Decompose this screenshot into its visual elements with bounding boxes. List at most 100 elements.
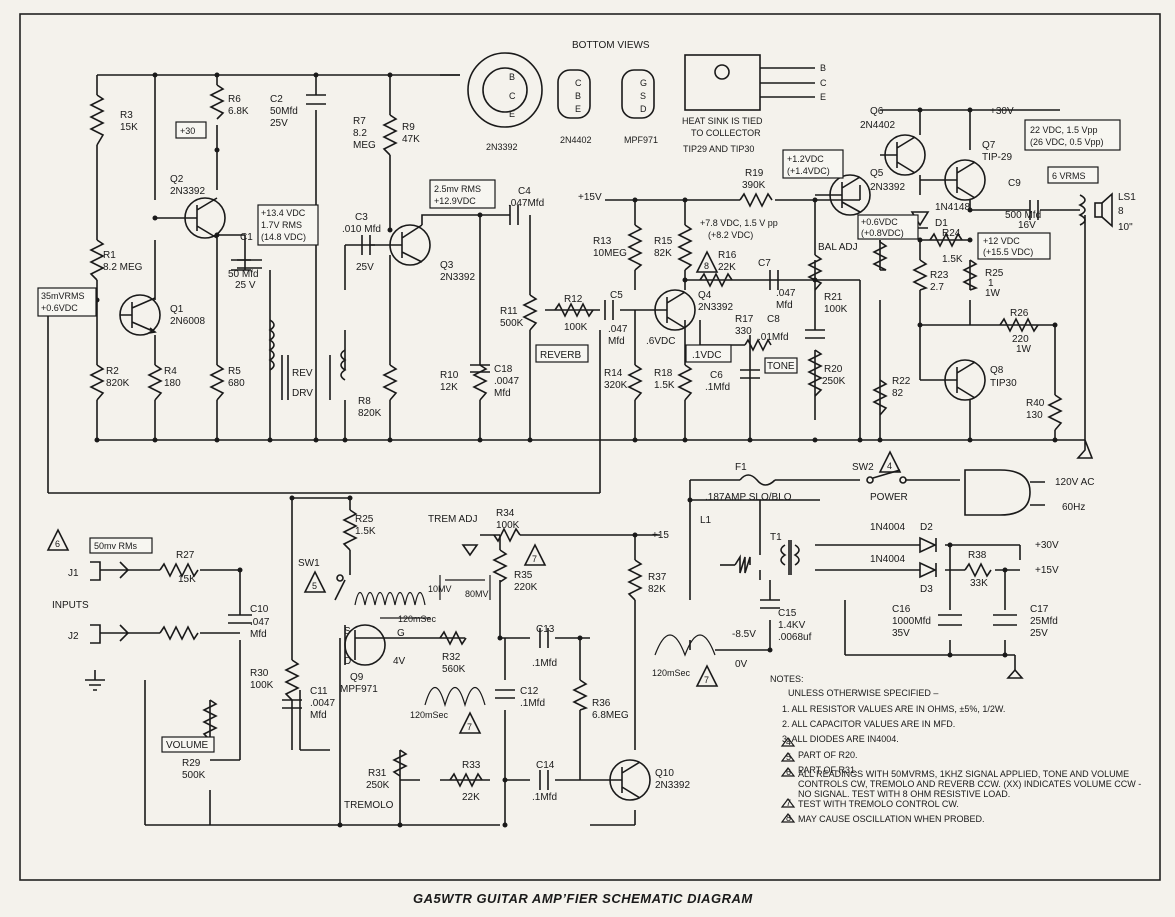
- callout-text: 35mVRMS: [41, 291, 85, 301]
- value-r30: 100K: [250, 680, 274, 691]
- resistor-r25: [962, 259, 979, 291]
- label-t1: T1: [770, 532, 782, 543]
- rail-plus30v-psu: +30V: [1035, 540, 1059, 551]
- value-c6: .1Mfd: [705, 382, 730, 393]
- label-r15: R15: [654, 236, 673, 247]
- value-c8: .01Mfd: [758, 332, 789, 343]
- note-item: TEST WITH TREMOLO CONTROL CW.: [798, 799, 959, 809]
- resistor-r31: [392, 749, 408, 777]
- type-q10: 2N3392: [655, 780, 690, 791]
- capacitor-c12: [495, 689, 515, 699]
- callout-text: +0.6VDC: [41, 303, 78, 313]
- value-r7: 8.2: [353, 128, 367, 139]
- capacitor-c2: [306, 94, 326, 105]
- label-r2: R2: [106, 366, 119, 377]
- label-j2: J2: [68, 631, 79, 642]
- label-tone: TONE: [767, 361, 795, 372]
- resistor-r11: [522, 294, 538, 331]
- resistor-r18: [677, 364, 693, 401]
- transistor-q1: [119, 294, 161, 336]
- label-r32: R32: [442, 652, 461, 663]
- package-name: MPF971: [624, 135, 658, 145]
- note-item: CONTROLS CW, TREMOLO AND REVERB CCW. (XX…: [798, 779, 1141, 789]
- ground-main: [1076, 439, 1094, 459]
- triangle-markers: [46, 250, 902, 734]
- value-r1: 8.2 MEG: [103, 262, 143, 273]
- triangle-number: 7: [467, 722, 472, 732]
- resistor-r23: [912, 259, 929, 291]
- transistor-q9: [344, 624, 386, 666]
- diagram-title: GA5WTR GUITAR AMP’FIER SCHEMATIC DIAGRAM: [413, 891, 753, 906]
- wires-lower: [47, 299, 1021, 826]
- power-r25: 1W: [985, 288, 1001, 299]
- type-d1: 1N4148: [935, 202, 970, 213]
- package-note: TO COLLECTOR: [691, 128, 761, 138]
- label-c16: C16: [892, 604, 911, 615]
- capacitor-c15: [760, 599, 780, 609]
- label-q8: Q8: [990, 365, 1004, 376]
- pin-label: B: [509, 72, 515, 82]
- label-power: POWER: [870, 492, 908, 503]
- waveform-dimension-marks: [380, 575, 491, 619]
- value-r37: 82K: [648, 584, 666, 595]
- label-c15: C15: [778, 608, 797, 619]
- value-r21: 100K: [824, 304, 848, 315]
- voltage-neg: -8.5V: [732, 629, 756, 640]
- label-r9: R9: [402, 122, 415, 133]
- resistor-r19: [739, 192, 773, 208]
- pin-g: G: [397, 628, 405, 639]
- label-r25: R25: [985, 268, 1004, 279]
- labels: BOTTOM VIEWS B C E 2N3392 C B E 2N4402 G…: [41, 40, 1136, 811]
- value-r40: 130: [1026, 410, 1043, 421]
- ground-psu: [1006, 668, 1024, 679]
- type-q2: 2N3392: [170, 186, 205, 197]
- power-r26: 1W: [1016, 344, 1032, 355]
- callout-text: 22 VDC, 1.5 Vpp: [1030, 125, 1098, 135]
- value-c3: .010 Mfd: [342, 224, 381, 235]
- resistor-r14: [627, 364, 643, 401]
- label-r11: R11: [500, 306, 518, 317]
- transistor-q8: [920, 359, 986, 401]
- notes-heading: NOTES:: [770, 674, 804, 684]
- callout-text: (14.8 VDC): [261, 232, 306, 242]
- callout-text: (+0.8VDC): [861, 228, 904, 238]
- label-c12: C12: [520, 686, 539, 697]
- resistor-r30: [284, 659, 300, 701]
- label-c9: C9: [1008, 178, 1021, 189]
- label-r36: R36: [592, 698, 611, 709]
- unit-c10: Mfd: [250, 629, 267, 640]
- label-c14: C14: [536, 760, 555, 771]
- label-r26: R26: [1010, 308, 1029, 319]
- value-r3: 15K: [120, 122, 138, 133]
- bottom-views-heading: BOTTOM VIEWS: [572, 40, 650, 51]
- rail-plus15v: +15V: [578, 192, 602, 203]
- package-name: 2N4402: [560, 135, 592, 145]
- resistor-r5: [209, 364, 225, 401]
- voltage-note: (+8.2 VDC): [708, 230, 753, 240]
- note-item: 2. ALL CAPACITOR VALUES ARE IN MFD.: [782, 719, 955, 729]
- label-r24: R24: [942, 228, 961, 239]
- waveforms: [354, 575, 716, 708]
- value-r18: 1.5K: [654, 380, 675, 391]
- package-2n4402: [557, 69, 591, 119]
- type-q5: 2N3392: [870, 182, 905, 193]
- transistor-q5: [815, 174, 871, 216]
- type-q8: TIP30: [990, 378, 1017, 389]
- label-tremolo: TREMOLO: [344, 800, 394, 811]
- capacitor-c9: [1029, 200, 1039, 220]
- label-c11: C11: [310, 686, 328, 697]
- voltage-c9: 16V: [1018, 220, 1036, 231]
- note-marker: 7: [786, 798, 791, 808]
- label-r40: R40: [1026, 398, 1045, 409]
- label-drv: DRV: [292, 388, 313, 399]
- transformer-core: [281, 355, 331, 400]
- label-r30: R30: [250, 668, 269, 679]
- diode-d2: [919, 536, 937, 554]
- pin-label: C: [820, 78, 827, 88]
- value-c7: .047: [776, 288, 796, 299]
- value-r12: 100K: [564, 322, 588, 333]
- speaker-ls1: [1094, 192, 1113, 228]
- pin-label: C: [575, 78, 582, 88]
- package-name: 2N3392: [486, 142, 518, 152]
- label-r25-trem: R25: [355, 514, 374, 525]
